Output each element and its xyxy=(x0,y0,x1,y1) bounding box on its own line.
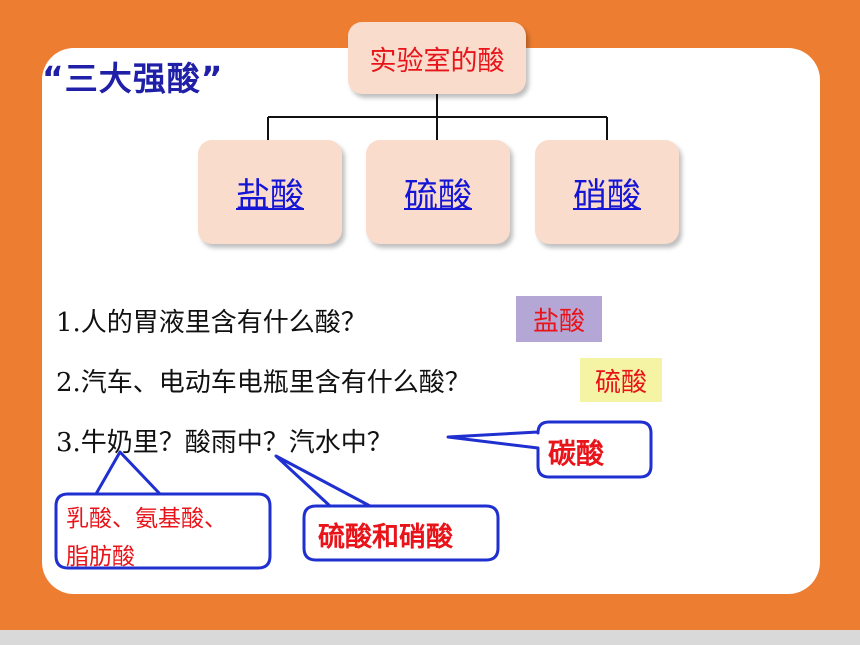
tree-node-label: 硫酸 xyxy=(404,175,472,216)
answer-1-label: 盐酸 xyxy=(532,306,585,337)
callout-milk-line1: 乳酸、氨基酸、 xyxy=(66,506,227,532)
callout-milk xyxy=(54,450,272,570)
tree-root-node: 实验室的酸 xyxy=(348,22,526,94)
bottom-bar xyxy=(0,630,860,645)
tree-root-label: 实验室的酸 xyxy=(369,45,505,77)
answer-1-box: 盐酸 xyxy=(516,296,602,342)
question-2: 2.汽车、电动车电瓶里含有什么酸？ xyxy=(56,368,471,398)
tree-node-sulfuric: 硫酸 xyxy=(366,140,510,244)
tree-node-label: 硝酸 xyxy=(573,175,641,216)
callout-acid-rain-label: 硫酸和硝酸 xyxy=(318,522,453,553)
callout-soda-label: 碳酸 xyxy=(548,437,605,470)
tree-node-label: 盐酸 xyxy=(236,175,304,216)
tree-node-hydrochloric: 盐酸 xyxy=(198,140,342,244)
answer-2-box: 硫酸 xyxy=(580,358,662,402)
callout-milk-label: 乳酸、氨基酸、 脂肪酸 xyxy=(66,500,227,576)
callout-soda xyxy=(446,420,653,479)
answer-2-label: 硫酸 xyxy=(594,367,647,398)
callout-milk-line2: 脂肪酸 xyxy=(66,544,135,570)
question-1: 1.人的胃液里含有什么酸？ xyxy=(56,308,367,338)
question-3: 3.牛奶里？酸雨中？汽水中？ xyxy=(56,428,393,458)
slide-title: “三大强酸” xyxy=(42,59,224,98)
tree-node-nitric: 硝酸 xyxy=(535,140,679,244)
callout-acid-rain xyxy=(274,454,500,562)
tree-connectors xyxy=(267,94,608,140)
